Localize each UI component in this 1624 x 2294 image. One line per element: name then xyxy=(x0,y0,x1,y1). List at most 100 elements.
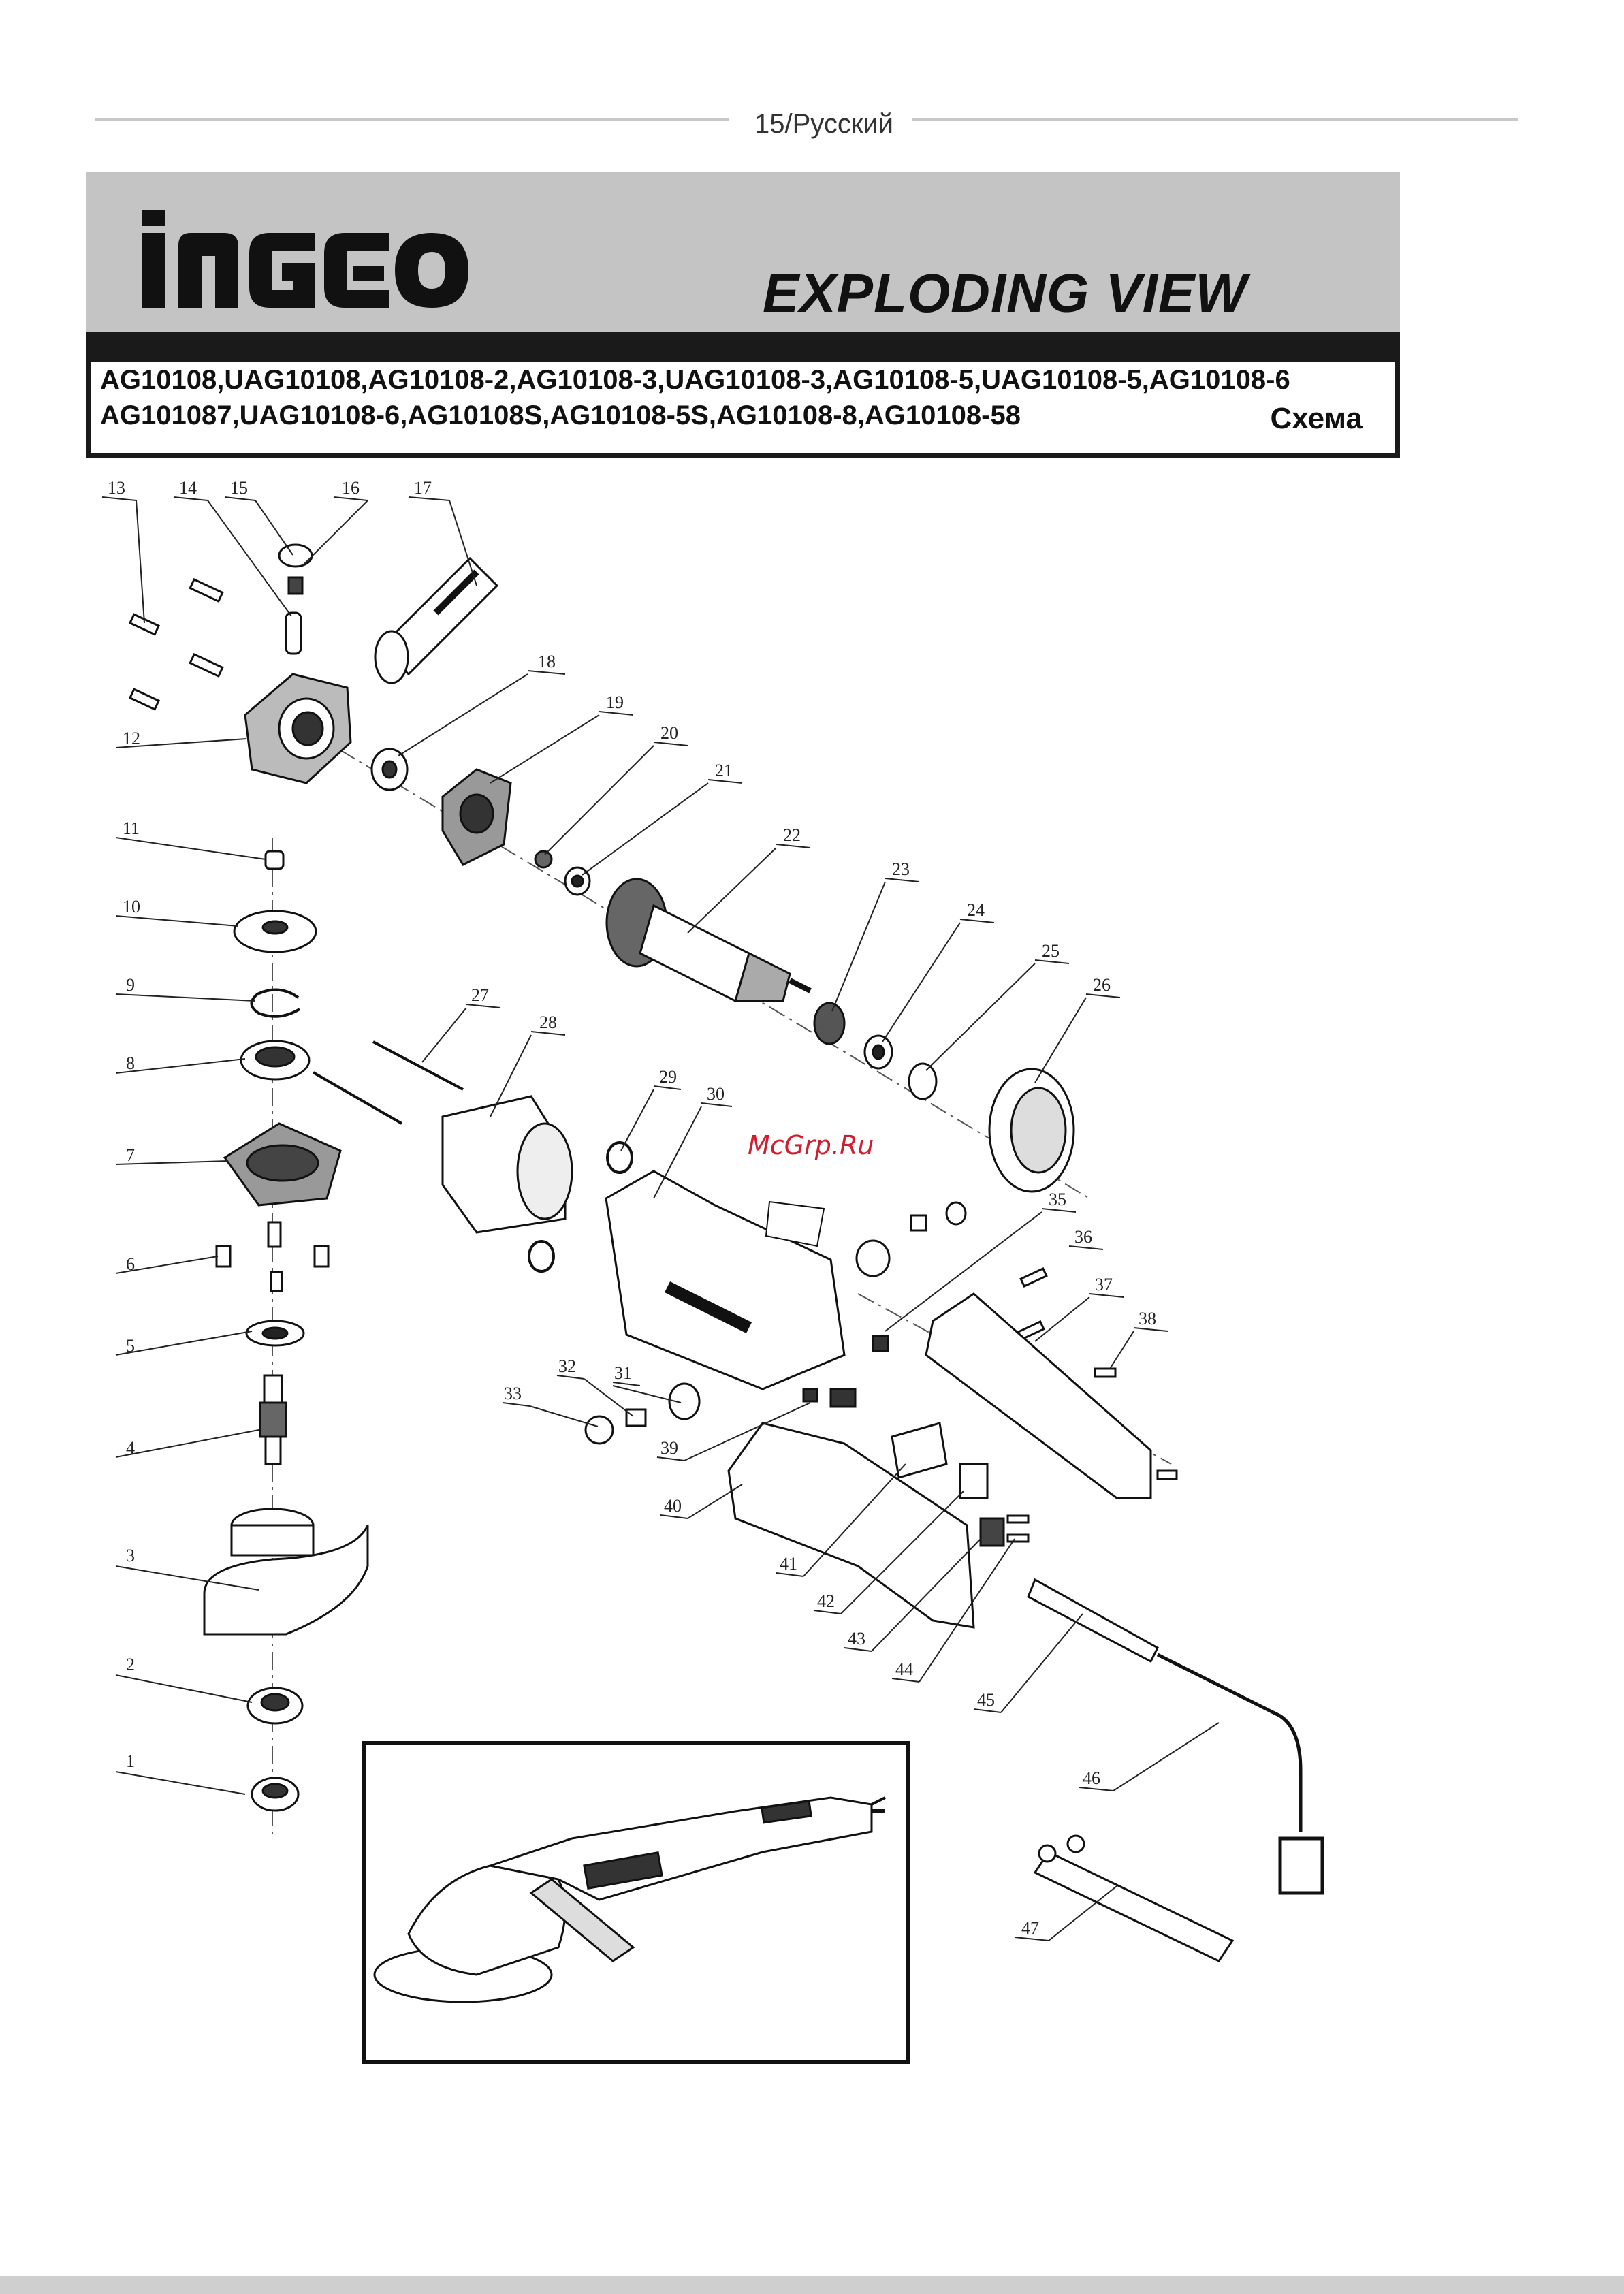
part-31-cap xyxy=(668,1382,701,1420)
model-list-line-1: AG10108,UAG10108,AG10108-2,AG10108-3,UAG… xyxy=(100,365,1290,395)
part-number-4: 4 xyxy=(126,1438,135,1458)
part-40-handle-half-lower xyxy=(727,1422,975,1629)
part-number-42: 42 xyxy=(817,1591,835,1611)
part-number-5: 5 xyxy=(126,1336,135,1356)
header-rule-left xyxy=(95,118,729,121)
part-number-46: 46 xyxy=(1083,1768,1100,1788)
page-bottom-bar xyxy=(0,2276,1624,2294)
part-number-35: 35 xyxy=(1049,1190,1066,1209)
part-42-switch-lever xyxy=(959,1463,989,1499)
part-number-9: 9 xyxy=(126,975,135,995)
part-4-spindle xyxy=(259,1374,287,1465)
part-36-screws xyxy=(1017,1267,1048,1341)
part-34-label xyxy=(765,1200,825,1247)
part-28-stator xyxy=(441,1095,573,1234)
part-number-20: 20 xyxy=(660,723,678,743)
exploded-view-diagram: 1 2 3 4 5 6 7 8 9 10 11 12 13 14 15 16 1… xyxy=(101,478,1324,2064)
part-number-27: 27 xyxy=(471,985,489,1005)
part-39-switch-parts xyxy=(802,1388,857,1408)
part-18-bearing xyxy=(370,748,409,791)
part-37-handle-half-upper xyxy=(925,1292,1152,1499)
part-number-43: 43 xyxy=(848,1629,865,1648)
part-number-texts: 1 2 3 4 5 6 7 8 9 10 11 12 13 14 15 16 1… xyxy=(108,478,1156,1938)
part-number-30: 30 xyxy=(707,1084,725,1104)
part-number-3: 3 xyxy=(126,1546,135,1565)
part-32-brush-holder xyxy=(625,1408,647,1427)
watermark: McGrp.Ru xyxy=(748,1130,874,1160)
scheme-label: Схема xyxy=(1270,402,1363,435)
part-number-31: 31 xyxy=(614,1363,632,1383)
header-rule-right xyxy=(912,118,1518,121)
part-46-power-cord xyxy=(1156,1653,1324,1895)
part-number-26: 26 xyxy=(1093,975,1111,995)
part-14-shaft-lock xyxy=(285,611,302,655)
part-6-screws xyxy=(215,1221,330,1292)
part-43-terminal-block xyxy=(979,1517,1005,1547)
part-26-stator-ring xyxy=(988,1068,1075,1193)
part-number-16: 16 xyxy=(342,478,360,498)
part-number-32: 32 xyxy=(558,1356,576,1376)
part-number-8: 8 xyxy=(126,1053,135,1073)
part-number-39: 39 xyxy=(660,1438,678,1458)
part-number-44: 44 xyxy=(895,1659,913,1679)
part-35-carbon-brush xyxy=(855,1201,967,1352)
part-24-bearing xyxy=(863,1034,893,1070)
part-10-pinion-flange xyxy=(233,910,317,953)
assembled-grinder-inset xyxy=(362,1741,910,2064)
part-number-7: 7 xyxy=(126,1145,135,1165)
part-number-47: 47 xyxy=(1021,1918,1039,1938)
part-number-1: 1 xyxy=(126,1751,135,1771)
part-number-21: 21 xyxy=(715,761,733,780)
part-number-23: 23 xyxy=(892,859,910,879)
part-27-long-screws xyxy=(313,1040,464,1125)
part-8-bearing xyxy=(240,1040,311,1081)
ingco-logo xyxy=(142,210,468,308)
part-number-15: 15 xyxy=(230,478,248,498)
part-number-37: 37 xyxy=(1095,1275,1113,1294)
part-20-nut xyxy=(534,850,553,869)
part-47-spanner xyxy=(1033,1834,1235,1962)
part-30-motor-housing xyxy=(605,1170,846,1390)
model-list-box: AG10108,UAG10108,AG10108-2,AG10108-3,UAG… xyxy=(86,332,1400,458)
part-9-circlip xyxy=(250,988,301,1018)
part-number-28: 28 xyxy=(539,1013,557,1032)
part-3-guard xyxy=(203,1508,369,1636)
part-number-24: 24 xyxy=(967,900,985,920)
part-number-40: 40 xyxy=(664,1496,682,1516)
part-25-bearing-sleeve xyxy=(908,1062,938,1100)
part-38-screws xyxy=(1094,1367,1178,1480)
part-33-cap xyxy=(584,1415,614,1445)
assembled-grinder-illustration xyxy=(373,1796,886,2003)
part-1-nut xyxy=(251,1777,300,1812)
part-15-spring xyxy=(287,576,304,595)
part-number-41: 41 xyxy=(780,1554,797,1574)
part-23-fan xyxy=(813,1002,846,1045)
part-number-13: 13 xyxy=(108,478,125,498)
part-number-11: 11 xyxy=(123,818,140,838)
part-29-washers xyxy=(528,1141,633,1273)
part-number-38: 38 xyxy=(1139,1309,1156,1328)
exploding-view-title: EXPLODING VIEW xyxy=(763,263,1247,323)
part-number-22: 22 xyxy=(783,825,801,845)
part-45-cable-sleeve xyxy=(1027,1578,1159,1663)
part-13-screws xyxy=(128,577,224,711)
part-44-screws xyxy=(1006,1514,1030,1543)
part-number-19: 19 xyxy=(606,692,624,712)
part-number-29: 29 xyxy=(659,1067,677,1087)
part-number-6: 6 xyxy=(126,1254,135,1274)
part-2-flange xyxy=(246,1687,304,1725)
page-label: 15/Русский xyxy=(754,109,894,139)
model-list-line-2: AG101087,UAG10108-6,AG10108S,AG10108-5S,… xyxy=(100,400,1021,430)
part-number-36: 36 xyxy=(1074,1227,1092,1247)
part-number-10: 10 xyxy=(123,897,140,917)
part-11-nut-small xyxy=(264,850,285,870)
part-16-button-cap xyxy=(278,543,313,568)
part-labels xyxy=(101,496,1220,1941)
part-19-bearing-plate xyxy=(441,768,512,866)
part-number-45: 45 xyxy=(977,1690,995,1710)
part-12-gear-housing xyxy=(244,673,352,784)
part-17-side-handle xyxy=(374,556,499,684)
part-7-bearing-cover xyxy=(223,1122,342,1207)
part-22-armature xyxy=(605,878,812,1003)
part-number-17: 17 xyxy=(414,478,432,498)
